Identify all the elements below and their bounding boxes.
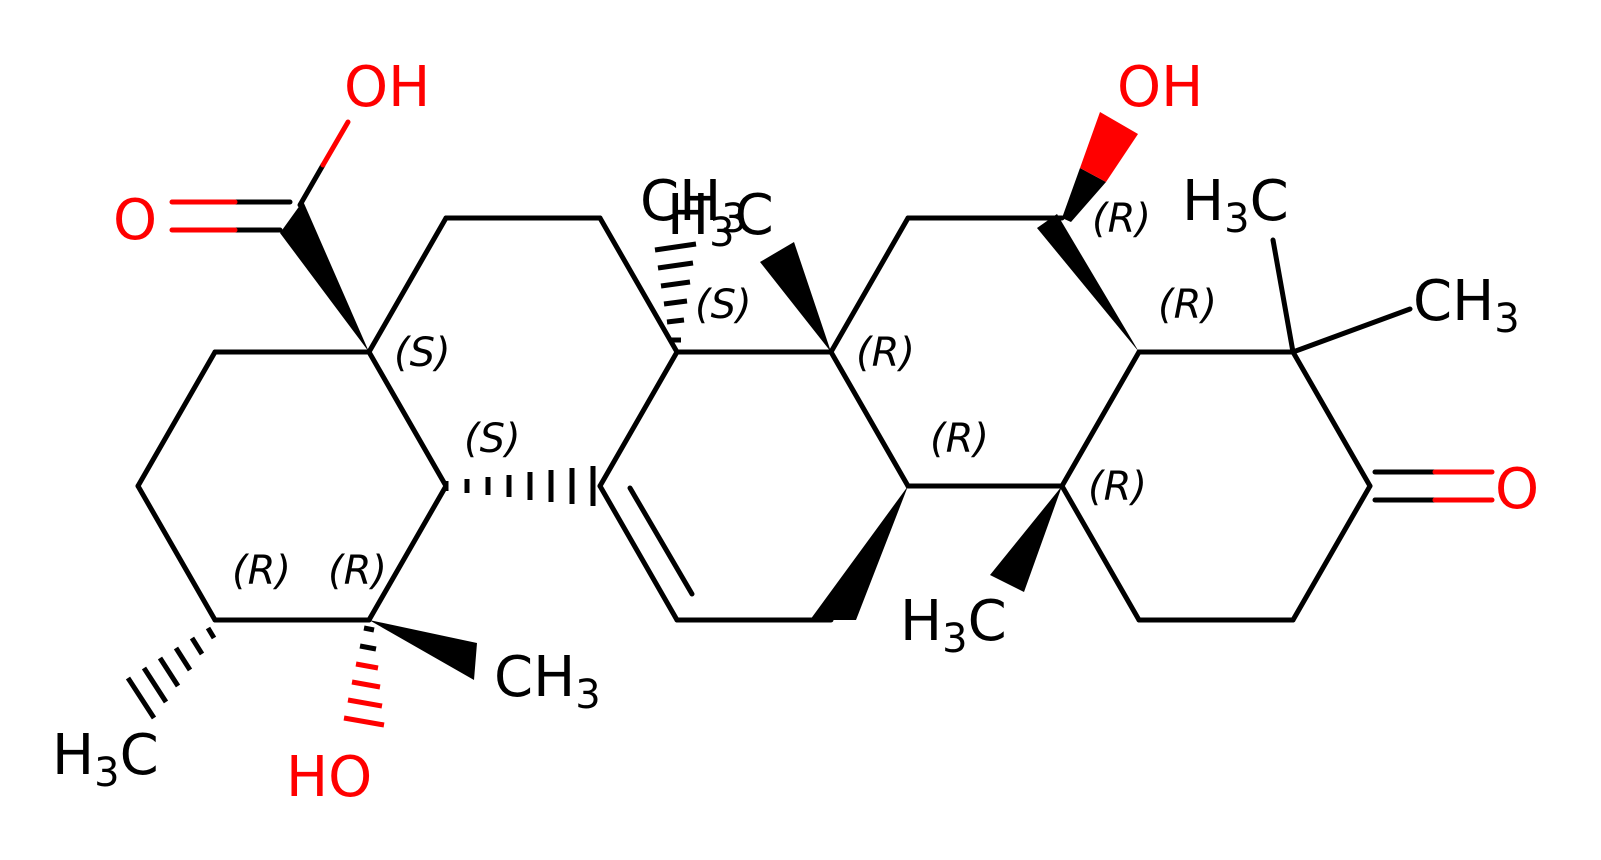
ketone-o-label: O	[1495, 457, 1539, 522]
stereo-label: (R)	[1158, 282, 1217, 328]
stereo-label: (R)	[1088, 464, 1147, 510]
bond	[828, 215, 911, 355]
bond	[597, 483, 680, 623]
wedge-bond	[280, 201, 369, 352]
bond	[1059, 349, 1142, 489]
stereo-label: (R)	[1092, 196, 1151, 242]
stereo-label: (R)	[232, 548, 291, 594]
methyl-label: CH3	[1413, 269, 1520, 342]
atom-labels: OH O OH O HO CH3 H3C H3C CH3 CH3 H3C H3C	[52, 55, 1539, 810]
bond	[366, 215, 449, 355]
acid-o-label: O	[113, 188, 157, 253]
stereo-label: (R)	[930, 416, 989, 462]
bond	[1059, 483, 1142, 623]
stereo-label: (S)	[464, 416, 521, 462]
stereo-label: (R)	[328, 548, 387, 594]
bond-double-inner	[627, 485, 695, 597]
bond-methyl	[1290, 306, 1413, 355]
bond	[135, 349, 218, 489]
bond	[1290, 349, 1373, 489]
methyl-label: CH3	[640, 169, 747, 242]
bond-c-oh	[297, 162, 326, 208]
wedge-bond	[810, 486, 908, 620]
wedge-bond	[1037, 214, 1139, 352]
bond	[597, 349, 680, 489]
methyl-label: H3C	[900, 589, 1007, 662]
bond-methyl	[1270, 237, 1296, 355]
bond-c-oh	[320, 119, 351, 168]
methyl-label: H3C	[52, 723, 159, 796]
bond	[828, 349, 911, 489]
hydroxyl-bottom-label: HO	[286, 745, 372, 810]
wedge-bonds	[280, 112, 1139, 680]
methyl-label: H3C	[667, 183, 774, 256]
bond	[135, 483, 218, 623]
stereo-label: (S)	[695, 282, 752, 328]
bond	[1290, 483, 1373, 623]
wedge-bond-oh	[1080, 112, 1138, 182]
wedge-bond	[990, 486, 1062, 592]
hydroxyl-label: OH	[1117, 55, 1203, 120]
wedge-bond	[760, 242, 831, 352]
bond	[366, 483, 449, 623]
stereo-label: (R)	[856, 330, 915, 376]
stereo-label: (S)	[394, 330, 451, 376]
hetero-bonds	[169, 119, 1495, 503]
methyl-label: H3C	[1182, 169, 1289, 242]
skeleton-bonds	[135, 215, 1413, 623]
wedge-bond	[369, 620, 477, 680]
hash-bonds	[125, 241, 697, 728]
wedge-bond	[1062, 168, 1106, 222]
bond	[366, 349, 449, 489]
acid-oh-label: OH	[344, 55, 430, 120]
stereo-labels: (S) (S) (S) (R) (R) (R) (R) (R) (R) (R)	[232, 196, 1217, 594]
bond	[597, 215, 680, 355]
methyl-label: CH3	[494, 645, 601, 718]
